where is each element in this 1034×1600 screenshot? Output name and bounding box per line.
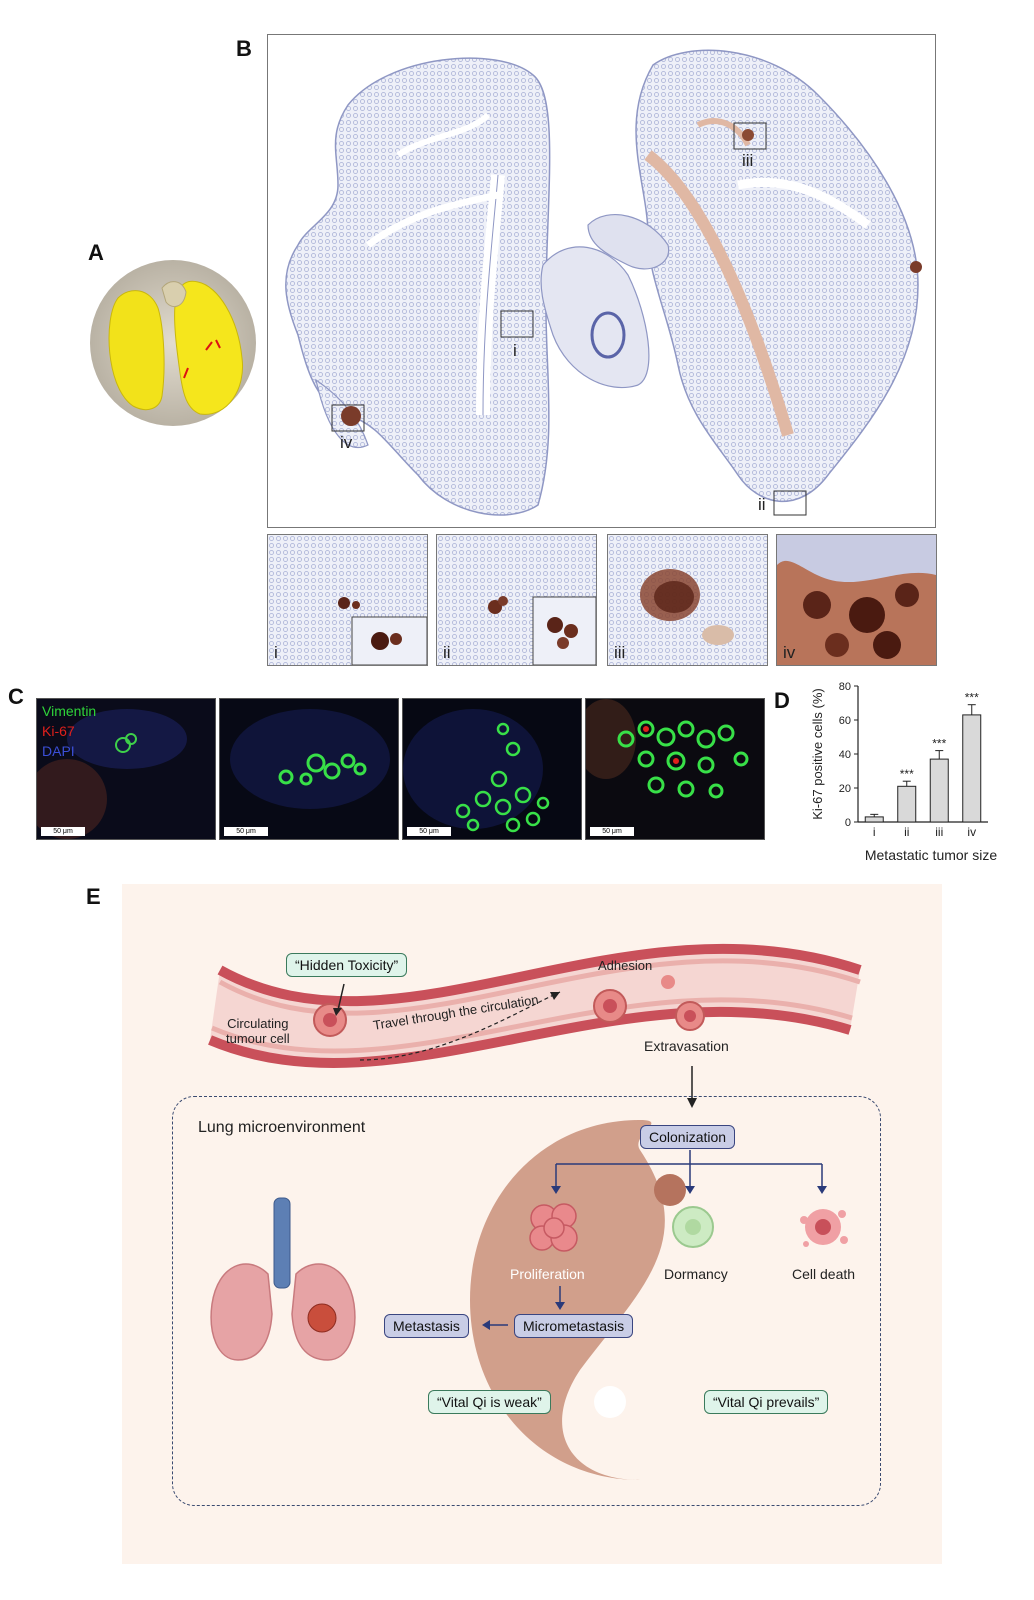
if-panel-3: 50 μm — [402, 698, 582, 840]
metastasis-box: Metastasis — [384, 1314, 469, 1338]
significance-iv: *** — [965, 691, 979, 705]
bar-ii — [897, 785, 917, 823]
scale-bar-2: 50 μm — [224, 827, 268, 836]
x-tick-label-iii: iii — [935, 825, 943, 839]
y-tick-label: 0 — [845, 817, 851, 829]
y-tick-label: 80 — [839, 681, 851, 693]
inset-label-ii: ii — [443, 643, 451, 662]
x-tick-label-ii: ii — [904, 825, 909, 839]
histology-inset-i: i — [267, 534, 428, 666]
y-tick-label: 60 — [839, 715, 851, 727]
panel-label-c: C — [8, 684, 24, 709]
vital-qi-weak-tag: “Vital Qi is weak” — [428, 1390, 551, 1414]
bar-iii — [929, 758, 949, 823]
lung-microenvironment-box — [172, 1096, 881, 1506]
inset-label-i: i — [274, 643, 278, 662]
legend-vimentin: Vimentin — [42, 703, 97, 719]
significance-iii: *** — [932, 737, 946, 751]
lungs-illustration — [208, 1194, 358, 1364]
hidden-toxicity-arrow — [330, 982, 350, 1018]
x-axis-label: Metastatic tumor size — [865, 847, 997, 863]
panel-label-a: A — [88, 240, 104, 265]
significance-ii: *** — [900, 767, 914, 781]
micrometastasis-box: Micrometastasis — [514, 1314, 634, 1338]
vital-qi-prevails-tag: “Vital Qi prevails” — [704, 1390, 829, 1414]
inset-label-iv: iv — [783, 643, 796, 662]
scale-bar-1: 50 μm — [41, 827, 85, 836]
colonization-box: Colonization — [640, 1125, 736, 1149]
proliferation-arrow — [553, 1284, 567, 1312]
histology-inset-iii: iii — [607, 534, 768, 666]
lung-microenvironment-title: Lung microenvironment — [198, 1119, 366, 1136]
dormancy-label: Dormancy — [664, 1266, 728, 1282]
micrometastasis-arrow — [480, 1318, 510, 1332]
scale-bar-4: 50 μm — [590, 827, 634, 836]
extravasation-arrow — [684, 1064, 700, 1110]
y-axis-label: Ki-67 positive cells (%) — [810, 688, 825, 820]
y-tick-label: 20 — [839, 783, 851, 795]
blood-vessel — [200, 920, 870, 1100]
proliferation-label: Proliferation — [510, 1266, 585, 1282]
legend-ki67: Ki-67 — [42, 723, 75, 739]
region-label-iv: iv — [340, 433, 353, 452]
circulating-label-line1: Circulating — [227, 1016, 289, 1031]
cell-death-label: Cell death — [792, 1266, 856, 1282]
hidden-toxicity-tag: “Hidden Toxicity” — [286, 953, 408, 977]
scale-bar-3: 50 μm — [407, 827, 451, 836]
lung-photo — [88, 258, 258, 428]
panel-label-b: B — [236, 36, 252, 61]
proliferation-cells-icon — [522, 1196, 586, 1260]
cell-death-icon — [796, 1200, 850, 1254]
x-tick-label-i: i — [873, 825, 876, 839]
region-label-ii: ii — [758, 495, 766, 514]
y-tick-label: 40 — [839, 749, 851, 761]
extravasation-label: Extravasation — [644, 1038, 729, 1054]
histology-inset-ii: ii — [436, 534, 597, 666]
histology-inset-iv: iv — [776, 534, 937, 666]
adhesion-label: Adhesion — [598, 958, 653, 973]
if-panel-2: 50 μm — [219, 698, 399, 840]
circulating-label-line2: tumour cell — [226, 1031, 290, 1046]
histology-whole-section: i ii iii iv — [267, 34, 936, 528]
panel-label-e: E — [86, 884, 101, 909]
circulating-tumour-cell-label: Circulating tumour cell — [226, 1016, 290, 1046]
x-tick-label-iv: iv — [967, 825, 976, 839]
panel-label-d: D — [774, 688, 790, 713]
if-panel-4: 50 μm — [585, 698, 765, 840]
dormancy-cell-icon — [668, 1202, 718, 1252]
bar-i — [864, 816, 884, 823]
inset-label-iii: iii — [614, 643, 626, 662]
legend-dapi: DAPI — [42, 743, 75, 759]
bar-iv — [962, 714, 982, 823]
if-panel-1: Vimentin Ki-67 DAPI 50 μm — [36, 698, 216, 840]
colonization-branches — [540, 1150, 840, 1196]
region-label-i: i — [513, 341, 517, 360]
region-label-iii: iii — [742, 151, 754, 170]
